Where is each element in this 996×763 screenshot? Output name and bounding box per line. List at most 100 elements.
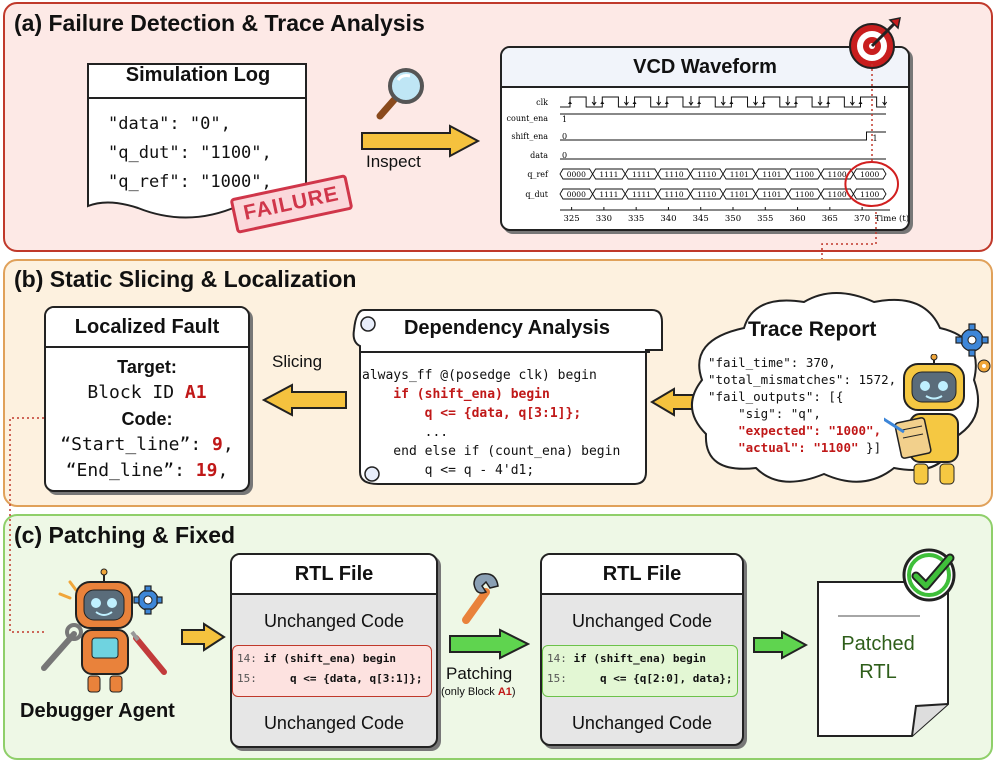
time-tick-label: 335 <box>628 214 644 224</box>
trace-line-fail-time: "fail_time": 370, <box>708 355 836 370</box>
panel-a-title: (a) Failure Detection & Trace Analysis <box>14 10 425 36</box>
patching-note: (only Block A1) <box>441 686 516 698</box>
target-label: Target: <box>117 357 177 377</box>
panel-b-title: (b) Static Slicing & Localization <box>14 266 357 292</box>
rtl-after-unchanged-top: Unchanged Code <box>571 611 713 631</box>
trace-actual-value: "actual": "1100" <box>708 440 859 455</box>
rtl-before-line14-no: 14: <box>237 652 257 665</box>
clk-fall-arrow <box>882 96 888 106</box>
rtl-before-unchanged-bottom: Unchanged Code <box>263 713 405 733</box>
dep-line-6: q <= q - 4'd1; <box>362 463 535 478</box>
patched-line-2: RTL <box>859 661 897 683</box>
inspect-arrow <box>361 124 481 158</box>
log-line-q-dut: "q_dut": "1100", <box>108 143 272 163</box>
start-line-value: 9 <box>212 434 223 455</box>
rtl-after-line14-no: 14: <box>547 652 567 665</box>
clk-fall-arrow <box>656 96 662 106</box>
magnifier-icon <box>376 68 424 120</box>
wrench-icon <box>462 573 499 624</box>
clk-fall-arrow <box>720 96 726 106</box>
q-ref-value: 1111 <box>632 170 651 179</box>
q-dut-value: 1110 <box>697 190 716 199</box>
q-ref-segment <box>559 168 594 180</box>
panel-c-title: (c) Patching & Fixed <box>14 522 236 548</box>
end-line-comma: , <box>217 460 229 481</box>
slicing-label: Slicing <box>272 352 323 371</box>
target-icon <box>849 17 901 69</box>
agent-to-rtl-arrow <box>181 622 226 652</box>
shift-ena-waveform <box>560 131 886 141</box>
clk-fall-arrow <box>785 96 791 106</box>
rtl-before-title: RTL File <box>232 555 436 595</box>
clk-fall-arrow <box>849 96 855 106</box>
simulation-log-body: "data": "0", "q_dut": "1100", "q_ref": "… <box>108 110 272 197</box>
dep-line-2: if (shift_ena) begin <box>362 387 550 402</box>
dep-line-3: q <= {data, q[3:1]}; <box>362 406 582 421</box>
clk-fall-arrow <box>753 96 758 106</box>
trace-report-body: "fail_time": 370, "total_mismatches": 15… <box>708 354 896 456</box>
fault-to-agent-connector <box>9 417 46 633</box>
trace-line-expected: "expected": "1000", <box>708 423 882 438</box>
time-tick-label: 345 <box>693 214 709 224</box>
q-ref-value: 1110 <box>665 170 684 179</box>
localized-fault-card: Localized Fault Target: Block ID A1 Code… <box>44 306 250 492</box>
signal-label-q_dut: q_dut <box>525 190 548 199</box>
q-ref-value: 1101 <box>762 170 781 179</box>
rtl-before-changed-block: 14: if (shift_ena) begin 15: q <= {data,… <box>232 645 432 697</box>
shift-ena-value-high: 1 <box>872 134 877 143</box>
dependency-scroll <box>352 309 663 485</box>
rtl-before-line15: q <= {data, q[3:1]}; <box>263 672 423 685</box>
rtl-after-unchanged-bottom: Unchanged Code <box>571 713 713 733</box>
signal-label-count_ena: count_ena <box>507 114 549 123</box>
start-line-key: “Start_line”: <box>60 434 213 455</box>
clk-fall-arrow <box>688 96 694 106</box>
clk-fall-arrow <box>623 96 629 106</box>
inspect-label: Inspect <box>366 152 421 171</box>
start-line-entry: “Start_line”: 9, <box>46 432 248 458</box>
trace-line-actual: "actual": "1100" }] <box>708 439 896 456</box>
patched-rtl-label: Patched RTL <box>822 630 934 686</box>
rtl-to-patched-arrow <box>753 630 808 660</box>
q-dut-segment <box>559 188 594 200</box>
trace-line-mismatches: "total_mismatches": 1572, <box>708 372 897 387</box>
q-dut-value: 1101 <box>730 190 749 199</box>
rtl-before-line14: if (shift_ena) begin <box>263 652 396 665</box>
time-tick-label: 325 <box>563 214 579 224</box>
trace-line-fail-outputs: "fail_outputs": [{ <box>708 389 844 404</box>
trace-report-title: Trace Report <box>748 318 877 341</box>
signal-label-clk: clk <box>536 98 548 107</box>
q-ref-segment <box>787 168 822 180</box>
dependency-code: always_ff @(posedge clk) begin if (shift… <box>362 366 620 480</box>
clk-fall-arrow <box>817 96 823 106</box>
q-ref-segment <box>624 168 659 180</box>
rtl-before-line15-no: 15: <box>237 672 257 685</box>
rtl-after-line14: if (shift_ena) begin <box>573 652 706 665</box>
rtl-after-changed-block: 14: if (shift_ena) begin 15: q <= {q[2:0… <box>542 645 738 697</box>
q-dut-value: 1100 <box>795 190 814 199</box>
check-icon <box>902 548 956 602</box>
localized-fault-title: Localized Fault <box>46 308 248 348</box>
dependency-title: Dependency Analysis <box>403 317 610 339</box>
q-dut-segment <box>592 188 626 200</box>
data-value: 0 <box>562 151 567 160</box>
q-ref-value: 0000 <box>567 170 586 179</box>
time-tick-label: 340 <box>660 214 676 224</box>
q-ref-value: 1100 <box>795 170 814 179</box>
q-dut-segment <box>722 188 757 200</box>
q-dut-value: 1101 <box>762 190 781 199</box>
patching-note-block: A1 <box>497 686 512 698</box>
analyst-robot-icon <box>884 354 965 485</box>
q-ref-segment <box>852 168 887 180</box>
debugger-agent-label: Debugger Agent <box>20 700 175 722</box>
time-tick-label: 370 <box>854 214 870 224</box>
rtl-file-before-card: RTL File Unchanged Code 14: if (shift_en… <box>230 553 438 748</box>
clk-fall-arrow <box>591 96 597 106</box>
gear-icon <box>955 323 991 373</box>
code-label: Code: <box>121 409 173 429</box>
q-dut-segment <box>657 188 691 200</box>
block-id-value: A1 <box>184 382 207 403</box>
debugger-robot-icon <box>41 568 167 693</box>
start-line-comma: , <box>222 434 234 455</box>
q-ref-segment <box>657 168 691 180</box>
q-ref-segment <box>755 168 789 180</box>
